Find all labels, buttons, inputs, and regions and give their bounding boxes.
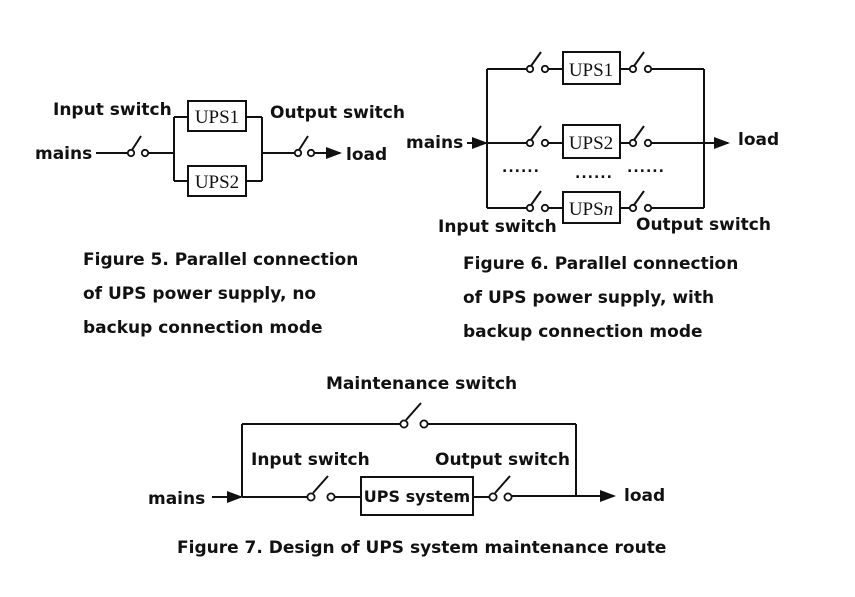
fig5-load-label: load — [346, 145, 387, 165]
fig5-caption-line: backup connection mode — [83, 318, 323, 338]
fig6-branch-upsn: UPSn — [487, 190, 704, 224]
fig6-ups1-label: UPS1 — [569, 60, 613, 81]
figure-6: mains load Input switch Output switch UP… — [406, 51, 779, 237]
fig6-output-switch-label: Output switch — [636, 215, 771, 235]
fig6-branch-ups1: UPS1 — [487, 51, 704, 85]
fig7-mains-label: mains — [148, 489, 205, 509]
fig6-ups1-input-switch-icon — [525, 51, 550, 74]
fig7-ups-system-box — [360, 476, 474, 516]
fig6-ellipsis-middle: ...... — [575, 166, 613, 182]
fig5-caption-line: of UPS power supply, no — [83, 284, 317, 304]
fig6-ups2-box — [562, 124, 621, 159]
fig7-maintenance-switch-icon — [399, 402, 429, 429]
figure-7: Maintenance switch Input switch Output s… — [148, 374, 665, 516]
fig6-load-label: load — [738, 130, 779, 150]
fig6-input-switch-label: Input switch — [438, 217, 557, 237]
fig6-caption-line: Figure 6. Parallel connection — [463, 254, 739, 274]
fig6-caption-line: of UPS power supply, with — [463, 288, 715, 308]
fig5-ups2-label: UPS2 — [195, 172, 239, 193]
fig5-input-switch-label: Input switch — [53, 100, 172, 120]
fig6-mains-label: mains — [406, 133, 463, 153]
fig7-input-switch-icon — [306, 475, 336, 502]
fig6-ellipsis-right: ...... — [627, 160, 665, 176]
fig5-ups1-box — [187, 100, 247, 132]
fig7-caption: Figure 7. Design of UPS system maintenan… — [177, 538, 667, 558]
fig6-ups2-output-switch-icon — [628, 125, 653, 148]
fig5-output-switch-label: Output switch — [270, 103, 405, 123]
fig5-output-switch-icon — [293, 135, 316, 158]
fig7-output-switch-icon — [488, 475, 513, 502]
figure-5: Input switch Output switch mains load UP… — [35, 100, 405, 197]
fig6-upsn-label: UPSn — [569, 199, 613, 220]
fig5-ups1-label: UPS1 — [195, 107, 239, 128]
fig6-branch-ups2: UPS2 — [487, 124, 704, 159]
fig5-ups2-box — [187, 165, 247, 197]
fig5-caption-line: Figure 5. Parallel connection — [83, 250, 359, 270]
fig7-maintenance-switch-label: Maintenance switch — [326, 374, 517, 394]
fig6-caption: Figure 6. Parallel connection of UPS pow… — [463, 247, 738, 349]
fig5-input-switch-icon — [126, 135, 150, 158]
fig7-load-label: load — [624, 486, 665, 506]
fig6-ups1-output-switch-icon — [628, 51, 653, 74]
fig6-upsn-index: n — [604, 199, 614, 220]
fig6-ups2-label: UPS2 — [569, 133, 613, 154]
fig7-output-switch-label: Output switch — [435, 450, 570, 470]
fig5-mains-label: mains — [35, 144, 92, 164]
fig7-input-switch-label: Input switch — [251, 450, 370, 470]
fig6-ups2-input-switch-icon — [525, 125, 550, 148]
fig6-ups1-box — [562, 51, 621, 85]
fig6-upsn-box — [562, 191, 621, 224]
fig5-caption: Figure 5. Parallel connection of UPS pow… — [83, 243, 358, 345]
fig7-ups-system-label: UPS system — [364, 487, 470, 506]
fig6-upsn-input-switch-icon — [525, 190, 550, 213]
fig6-ellipsis-left: ...... — [502, 160, 540, 176]
fig6-caption-line: backup connection mode — [463, 322, 703, 342]
fig6-upsn-output-switch-icon — [628, 190, 653, 213]
